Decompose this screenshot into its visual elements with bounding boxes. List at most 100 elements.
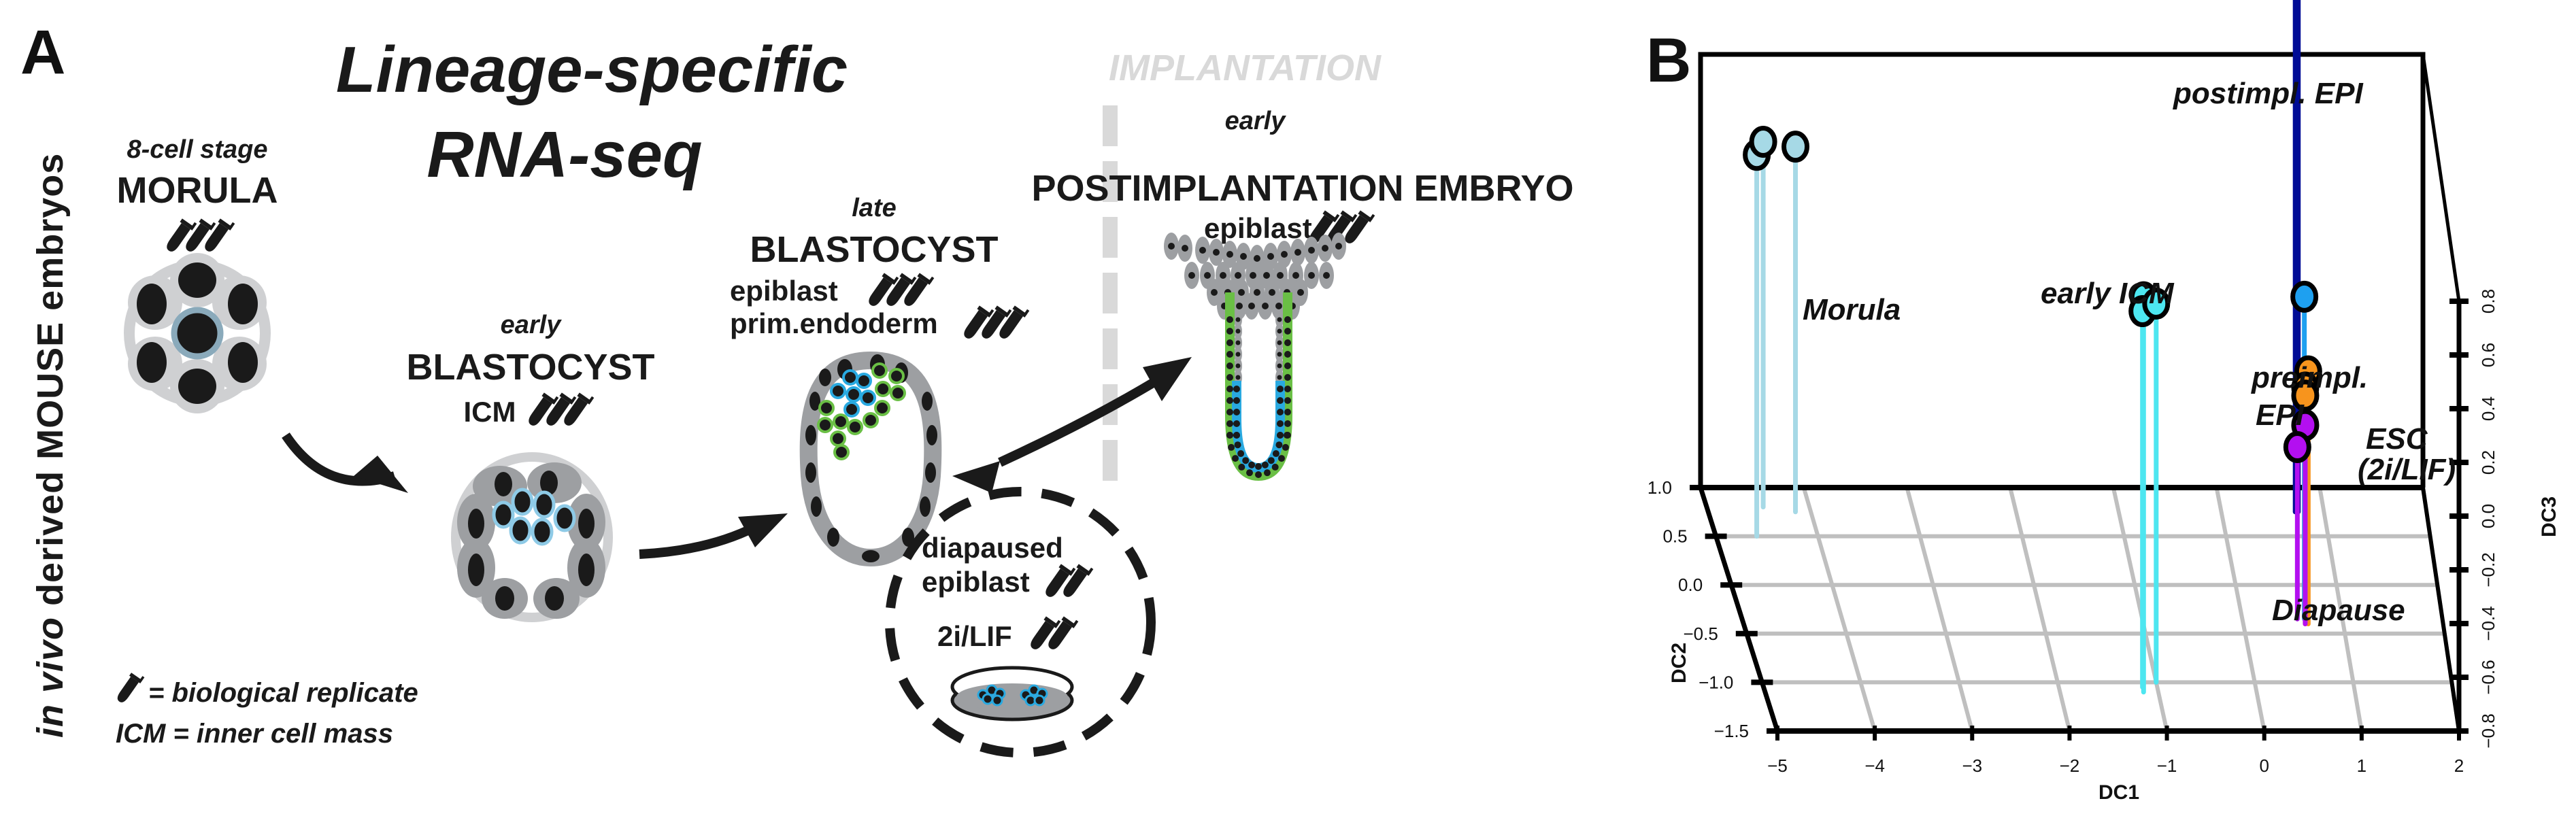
dc1-tick-label: 1 [2357, 755, 2366, 776]
dc1-tick-label: 2 [2454, 755, 2464, 776]
late-blastocyst-embryo-icon [799, 351, 942, 567]
replicate-tubes-icon [1041, 560, 1094, 600]
panel-a: A in vivo derived MOUSE embryos Lineage-… [20, 18, 1574, 758]
stage-postimplantation: early POSTIMPLANTATION EMBRYO epiblast [1032, 107, 1574, 481]
dc2-tick-label: 1.0 [1647, 477, 1672, 498]
label-esc-line2: (2i/LIF) [2358, 453, 2456, 486]
morula-qualifier: 8-cell stage [127, 135, 268, 164]
dc2-tick-label: −1.5 [1714, 721, 1749, 741]
replicate-tubes-icon [163, 215, 235, 255]
implantation-divider: IMPLANTATION [1103, 48, 1382, 493]
dc3-tick-label: −0.4 [2478, 606, 2498, 641]
icm-sample-label: ICM [464, 396, 516, 428]
side-label-italic: in vivo [30, 617, 71, 738]
dc2-tick-label: 0.5 [1662, 526, 1687, 547]
petri-dish-icon [950, 666, 1074, 721]
postimplantation-name: POSTIMPLANTATION EMBRYO [1032, 168, 1574, 209]
dc2-tick-label: 0.0 [1678, 575, 1703, 595]
dc3-tick-label: 0.2 [2478, 450, 2498, 475]
diapause-loop [885, 487, 1156, 758]
x-axis-title: DC1 [2098, 781, 2139, 804]
dc1-tick-label: 0 [2259, 755, 2269, 776]
dc1-tick-label: −5 [1767, 755, 1788, 776]
dc1-tick-label: −3 [1962, 755, 1982, 776]
morula-name: MORULA [117, 170, 278, 211]
label-early-icm: early ICM [2041, 277, 2175, 310]
series-labels: Morula early ICM postimpl. EPI preimpl. … [1803, 77, 2456, 627]
dc3-tick-label: −0.8 [2478, 713, 2498, 748]
label-preimpl-epi-line2: EPI [2256, 398, 2305, 432]
point-morula [1782, 131, 1810, 163]
point-morula [1749, 125, 1777, 158]
legend-icm: ICM = inner cell mass [116, 719, 393, 749]
postimplantation-qualifier: early [1225, 107, 1287, 135]
morula-embryo-icon [124, 253, 271, 413]
dc3-tick-label: 0.4 [2478, 396, 2498, 421]
grid-line-dc1 [2214, 487, 2266, 732]
dc2-tick-label: −1.0 [1699, 672, 1733, 692]
diapaused-line2: epiblast [922, 566, 1030, 598]
grid-line-dc1 [1905, 487, 1975, 732]
stage-morula: 8-cell stage MORULA [117, 135, 278, 413]
stage-late-blastocyst: late BLASTOCYST epiblast prim.endoderm [730, 194, 1030, 567]
post-epiblast-label: epiblast [1204, 212, 1312, 244]
arrow-early-to-late [639, 513, 788, 559]
back-wall [1698, 52, 2426, 488]
early-blastocyst-embryo-icon [451, 452, 613, 622]
diapaused-line1: diapaused [922, 532, 1063, 564]
stage-early-blastocyst: early BLASTOCYST ICM [406, 311, 655, 622]
label-postimpl-epi: postimpl. EPI [2173, 77, 2363, 110]
dc1-tick-label: −2 [2060, 755, 2080, 776]
dc2-tick-label: −0.5 [1683, 624, 1718, 644]
grid-line-dc1 [1801, 487, 1877, 732]
replicate-tubes-icon [960, 302, 1030, 342]
replicate-tubes-icon [865, 269, 935, 309]
right-floor-edge [2421, 487, 2461, 732]
legend-replicate: = biological replicate [148, 678, 418, 708]
late-epiblast-label: epiblast [730, 275, 838, 307]
implantation-label: IMPLANTATION [1109, 48, 1382, 88]
panel-a-letter: A [20, 18, 65, 87]
early-blastocyst-qualifier: early [501, 311, 563, 339]
late-blastocyst-name: BLASTOCYST [750, 229, 998, 270]
dc1-tick-label: −4 [1864, 755, 1885, 776]
grid-line-dc1 [2008, 487, 2072, 732]
dc1-tick-label: −1 [2157, 755, 2177, 776]
title-line1: Lineage-specific [336, 33, 848, 106]
point-diapause [2283, 431, 2311, 464]
prim-endoderm-label: prim.endoderm [730, 307, 938, 339]
early-blastocyst-name: BLASTOCYST [406, 347, 654, 388]
point-preimpl-epi [2290, 280, 2319, 313]
side-label: in vivo derived MOUSE embryos [30, 153, 71, 738]
label-preimpl-epi-line1: preimpl. [2251, 361, 2368, 394]
legend: = biological replicate ICM = inner cell … [114, 669, 418, 749]
late-blastocyst-qualifier: late [852, 194, 896, 222]
panel-b-letter: B [1646, 26, 1691, 95]
dc3-tick-label: 0.6 [2478, 343, 2498, 367]
dc3-tick-label: −0.6 [2478, 660, 2498, 694]
postimplantation-embryo-icon [1164, 233, 1346, 481]
arrow-morula-to-early [282, 432, 408, 493]
point-early-icm [2142, 287, 2171, 320]
grid-line-dc1 [2318, 487, 2364, 732]
z-axis-title: DC3 [2538, 496, 2560, 537]
esc-label: 2i/LIF [937, 620, 1012, 652]
replicate-tube-icon [114, 669, 145, 706]
replicate-tubes-icon [1026, 613, 1079, 653]
label-morula: Morula [1803, 293, 1901, 326]
stage-diapause: diapaused epiblast 2i/LIF [885, 461, 1156, 758]
replicate-tubes-icon [524, 389, 595, 429]
data-points [1743, 125, 2322, 464]
side-label-rest: derived MOUSE embryos [30, 153, 71, 617]
label-diapause: Diapause [2272, 594, 2405, 627]
diapause-return-arrowhead [952, 461, 1000, 493]
dc3-tick-label: 0.0 [2478, 504, 2498, 528]
y-axis-title: DC2 [1668, 643, 1690, 683]
title-line2: RNA-seq [426, 118, 702, 191]
right-top-edge [2421, 54, 2461, 302]
dc2-axis-line [1698, 486, 1780, 732]
dc3-tick-label: −0.2 [2478, 552, 2498, 587]
